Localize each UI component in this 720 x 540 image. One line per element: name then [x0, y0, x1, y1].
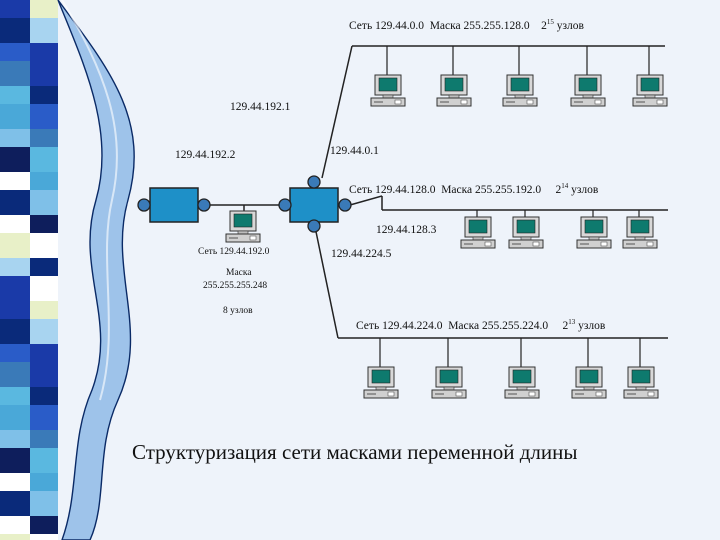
mask-word: Маска: [429, 20, 461, 32]
nodes-word: узлов: [556, 20, 584, 32]
router-2: [278, 175, 352, 233]
nodes-word: узлов: [578, 320, 606, 332]
computer-icon: [370, 46, 406, 107]
router-icon: [149, 187, 199, 223]
interface-label-r2-top: 129.44.192.1: [230, 101, 291, 113]
computer-icon: [502, 46, 538, 107]
port-icon: [338, 198, 352, 212]
router-icon: [289, 187, 339, 223]
net-address: 129.44.128.0: [375, 184, 436, 196]
mask-value: 255.255.192.0: [475, 184, 542, 196]
small-network-mask: 255.255.255.248: [203, 281, 268, 291]
computer-icon: [363, 338, 399, 399]
computers: [225, 46, 668, 399]
nodes-word: узлов: [571, 184, 599, 196]
computer-icon: [436, 46, 472, 107]
net-word: Сеть: [349, 20, 373, 32]
mosaic-strip: [0, 0, 58, 540]
net-word: Сеть: [356, 320, 380, 332]
interface-label-r2-net128: 129.44.128.3: [376, 224, 437, 236]
nodes-exponent: 15: [546, 18, 554, 26]
top-network-label: Сеть 129.44.0.0 Маска 255.255.128.0 215 …: [349, 19, 584, 33]
computer-icon: [504, 338, 540, 399]
computer-icon: [622, 210, 658, 249]
net-address: 129.44.224.0: [382, 320, 443, 332]
net-address: 129.44.0.0: [375, 20, 424, 32]
nodes-base: 2: [562, 320, 569, 332]
nodes-base: 2: [541, 20, 547, 32]
link-r2-to-mid-bus: [349, 195, 383, 206]
small-network-nodes: 8 узлов: [223, 306, 253, 316]
mask-value: 255.255.128.0: [463, 20, 530, 32]
network-lines: [200, 45, 668, 339]
interface-label-r1-right: 129.44.192.2: [175, 149, 236, 161]
port-icon: [278, 198, 292, 212]
nodes-exponent: 14: [561, 182, 569, 190]
computer-icon: [508, 210, 544, 249]
computer-icon: [632, 46, 668, 107]
router-1: [137, 187, 211, 223]
mask-word: Маска: [448, 320, 480, 332]
interface-label-r2-net0: 129.44.0.1: [330, 145, 379, 157]
link-r2-to-top-bus: [321, 45, 353, 179]
small-network-mask-word: Маска: [226, 268, 252, 278]
bottom-network-label: Сеть 129.44.224.0 Маска 255.255.224.0 21…: [356, 319, 605, 333]
port-icon: [197, 198, 211, 212]
nodes-exponent: 13: [568, 318, 576, 326]
nodes-base: 2: [555, 184, 562, 196]
mid-network-label: Сеть 129.44.128.0 Маска 255.255.192.0 21…: [349, 183, 598, 197]
computer-icon: [431, 338, 467, 399]
small-network-address: Сеть 129.44.192.0: [198, 247, 270, 257]
computer-icon: [225, 210, 261, 243]
slide-title: Структуризация сети масками переменной д…: [132, 440, 578, 464]
port-icon: [307, 219, 321, 233]
computer-icon: [576, 210, 612, 249]
net-word: Сеть: [349, 184, 373, 196]
link-r2-to-bottom-bus: [313, 221, 339, 339]
computer-icon: [571, 338, 607, 399]
mask-value: 255.255.224.0: [482, 320, 549, 332]
computer-icon: [570, 46, 606, 107]
mask-word: Маска: [441, 184, 473, 196]
interface-label-r2-net224: 129.44.224.5: [331, 248, 392, 260]
port-icon: [137, 198, 151, 212]
computer-icon: [623, 338, 659, 399]
computer-icon: [460, 210, 496, 249]
port-icon: [307, 175, 321, 189]
